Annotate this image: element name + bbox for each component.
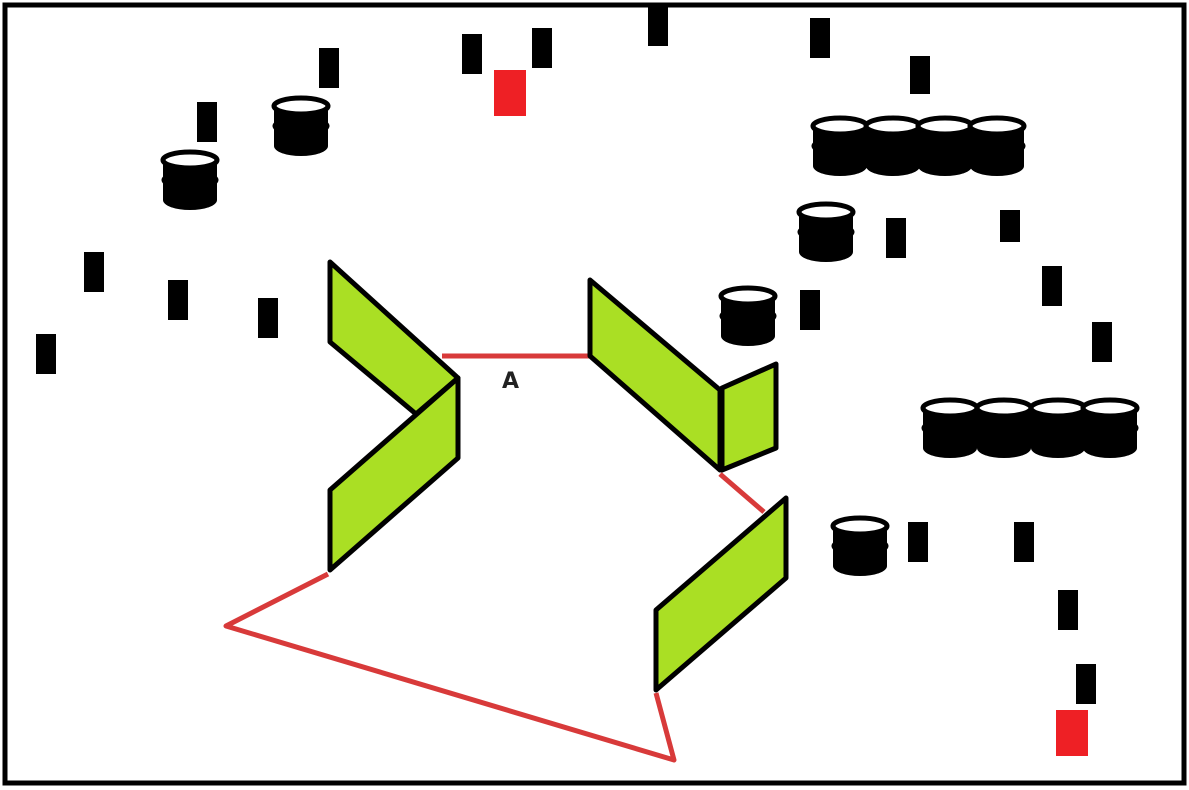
barrel-icon xyxy=(271,95,331,156)
post-marker xyxy=(462,34,482,74)
area-label: A xyxy=(502,369,519,394)
barrel-top xyxy=(974,397,1034,419)
post-marker xyxy=(532,28,552,68)
post-marker xyxy=(910,56,930,94)
boundary-line xyxy=(223,571,677,763)
post-marker xyxy=(197,102,217,142)
barrel-icon xyxy=(967,115,1027,176)
post-marker xyxy=(810,18,830,58)
post-marker xyxy=(168,280,188,320)
barrel-top xyxy=(830,515,890,537)
barrel-icon xyxy=(915,115,975,176)
boundary-line xyxy=(718,472,766,514)
post-marker xyxy=(258,298,278,338)
barrel-icon xyxy=(920,397,980,458)
barrel-icon xyxy=(1028,397,1088,458)
post-marker xyxy=(1042,266,1062,306)
post-marker xyxy=(908,522,928,562)
barrel-icon xyxy=(718,285,778,346)
post-marker xyxy=(800,290,820,330)
wall-panel xyxy=(327,375,461,573)
barrel-top xyxy=(271,95,331,117)
barrel-top xyxy=(967,115,1027,137)
post-marker xyxy=(36,334,56,374)
post-marker xyxy=(648,6,668,46)
barrel-band xyxy=(831,536,889,556)
barrel-top xyxy=(810,115,870,137)
barrel-top xyxy=(1080,397,1140,419)
barrel-band xyxy=(1081,418,1139,438)
barrel-band xyxy=(272,116,330,136)
barrel-band xyxy=(797,222,855,242)
post-marker xyxy=(1000,210,1020,242)
barrel-top xyxy=(796,201,856,223)
wall-panel xyxy=(327,259,461,417)
post-marker xyxy=(1058,590,1078,630)
wall-panel xyxy=(587,277,723,473)
barrel-icon xyxy=(974,397,1034,458)
barrel-band xyxy=(968,136,1026,156)
barrel-top xyxy=(160,149,220,171)
barrel-top xyxy=(920,397,980,419)
barrel-icon xyxy=(810,115,870,176)
barrel-top xyxy=(1028,397,1088,419)
post-marker xyxy=(1092,322,1112,362)
wall-panel xyxy=(719,361,779,473)
post-marker xyxy=(319,48,339,88)
barrel-top xyxy=(915,115,975,137)
red-marker xyxy=(494,70,526,116)
barrel-icon xyxy=(830,515,890,576)
barrel-icon xyxy=(1080,397,1140,458)
barrel-icon xyxy=(796,201,856,262)
barrel-top xyxy=(718,285,778,307)
barrel-top xyxy=(863,115,923,137)
barrel-band xyxy=(719,306,777,326)
red-marker xyxy=(1056,710,1088,756)
barrel-icon xyxy=(160,149,220,210)
barrel-band xyxy=(161,170,219,190)
post-marker xyxy=(1014,522,1034,562)
post-marker xyxy=(84,252,104,292)
wall-panel xyxy=(653,495,789,693)
barrel-icon xyxy=(863,115,923,176)
post-marker xyxy=(886,218,906,258)
post-marker xyxy=(1076,664,1096,704)
